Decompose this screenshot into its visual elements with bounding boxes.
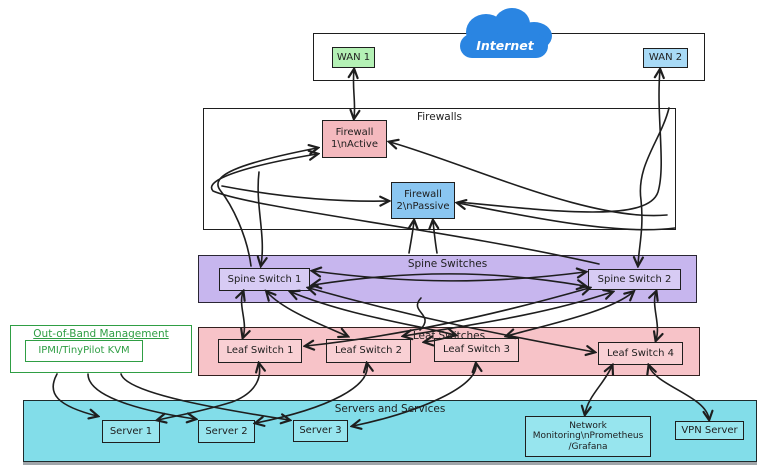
node-server-2-label: Server 2 <box>205 425 248 437</box>
node-vpn-server: VPN Server <box>675 421 744 440</box>
node-server-3-label: Server 3 <box>299 425 342 437</box>
node-leaf-switch-2-label: Leaf Switch 2 <box>335 345 402 357</box>
node-network-monitoring: Network Monitoring\nPrometheus /Grafana <box>525 416 651 457</box>
node-spine-switch-2-label: Spine Switch 2 <box>597 273 672 285</box>
node-network-monitoring-line2: Monitoring\nPrometheus <box>532 431 644 442</box>
oob-management-label: Out-of-Band Management <box>33 328 169 340</box>
spine-switches-group-label: Spine Switches <box>407 258 488 270</box>
node-spine-switch-1-label: Spine Switch 1 <box>227 273 302 285</box>
node-wan-1-label: WAN 1 <box>336 51 371 63</box>
node-leaf-switch-4: Leaf Switch 4 <box>598 342 683 365</box>
node-spine-switch-2: Spine Switch 2 <box>588 269 681 290</box>
node-leaf-switch-1-label: Leaf Switch 1 <box>226 345 294 357</box>
node-server-3: Server 3 <box>293 420 348 442</box>
node-server-1: Server 1 <box>102 420 160 443</box>
firewalls-group-label: Firewalls <box>416 111 463 123</box>
node-server-2: Server 2 <box>198 420 255 443</box>
node-wan-2: WAN 2 <box>643 48 688 68</box>
node-firewall-2-passive: Firewall 2\nPassive <box>391 182 455 219</box>
node-vpn-server-label: VPN Server <box>681 424 738 436</box>
node-firewall-1-label-line1: Firewall <box>335 127 374 139</box>
node-firewall-2-label-line2: 2\nPassive <box>396 200 450 212</box>
node-leaf-switch-4-label: Leaf Switch 4 <box>607 347 674 359</box>
node-network-monitoring-line3: /Grafana <box>568 441 608 452</box>
node-firewall-1-label-line2: 1\nActive <box>330 139 378 150</box>
node-leaf-switch-3-label: Leaf Switch 3 <box>443 344 510 356</box>
node-leaf-switch-3: Leaf Switch 3 <box>434 338 519 362</box>
node-server-1-label: Server 1 <box>109 425 153 437</box>
node-firewall-2-label-line1: Firewall <box>404 188 442 200</box>
node-leaf-switch-1: Leaf Switch 1 <box>218 339 302 363</box>
node-wan-2-label: WAN 2 <box>648 52 683 64</box>
servers-group-label: Servers and Services <box>334 403 446 415</box>
node-network-monitoring-line1: Network <box>569 420 607 431</box>
node-ipmi-tinypilot-kvm: IPMI/TinyPilot KVM <box>25 340 143 362</box>
node-ipmi-tinypilot-kvm-label: IPMI/TinyPilot KVM <box>38 345 130 357</box>
node-leaf-switch-2: Leaf Switch 2 <box>326 339 411 363</box>
node-spine-switch-1: Spine Switch 1 <box>219 268 310 291</box>
node-firewall-1-active: Firewall 1\nActive <box>322 120 387 158</box>
node-wan-1: WAN 1 <box>332 47 375 68</box>
